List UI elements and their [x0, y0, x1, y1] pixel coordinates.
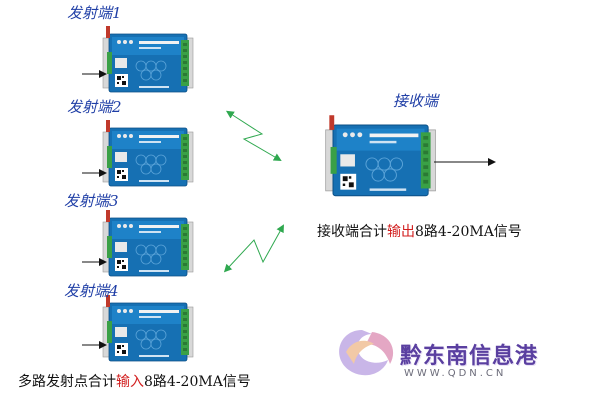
- transmitter-device-3: [102, 209, 194, 277]
- receiver-caption-suffix: 8路4-20MA信号: [415, 224, 522, 240]
- watermark-logo-icon: [339, 330, 394, 376]
- transmitter-label-2: 发射端2: [67, 98, 122, 116]
- transmitter-device-2: [102, 119, 194, 187]
- transmitter-label-4: 发射端4: [64, 282, 119, 300]
- wireless-link-upper: [225, 110, 282, 162]
- transmitter-label-1: 发射端1: [67, 4, 122, 22]
- transmitter-label-3: 发射端3: [64, 192, 119, 210]
- receiver-device: [325, 114, 437, 197]
- watermark-url: WWW.QDN.CN: [404, 368, 507, 379]
- receiver-label: 接收端: [393, 92, 439, 110]
- transmitter-caption-suffix: 8路4-20MA信号: [144, 374, 251, 390]
- transmitter-caption-highlight: 输入: [116, 374, 144, 390]
- transmitter-device-4: [102, 294, 194, 362]
- transmitter-caption: 多路发射点合计输入8路4-20MA信号: [18, 371, 251, 391]
- receiver-caption-highlight: 输出: [387, 224, 415, 240]
- transmitter-device-1: [102, 25, 194, 93]
- transmitter-caption-prefix: 多路发射点合计: [18, 374, 116, 390]
- wireless-link-lower: [223, 224, 284, 273]
- watermark-name: 黔东南信息港: [400, 343, 539, 369]
- receiver-caption-prefix: 接收端合计: [317, 224, 387, 240]
- receiver-caption: 接收端合计输出8路4-20MA信号: [317, 221, 522, 241]
